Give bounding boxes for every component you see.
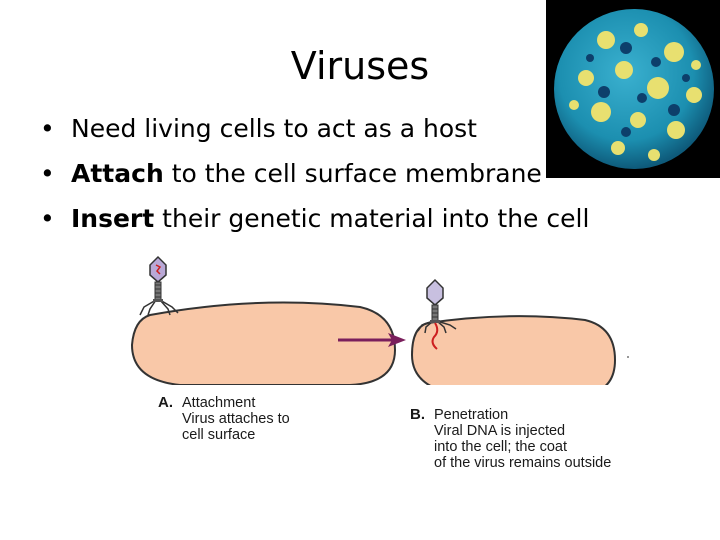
bullet-text: their genetic material into the cell bbox=[154, 204, 590, 233]
caption-letter: B. bbox=[410, 406, 425, 423]
caption-attachment: A. Attachment Virus attaches to cell sur… bbox=[158, 395, 358, 447]
caption-letter: A. bbox=[158, 394, 173, 411]
bacteriophage-icon-a bbox=[139, 255, 179, 316]
bullet-item: • Attach to the cell surface membrane bbox=[40, 155, 589, 200]
bullet-item: • Need living cells to act as a host bbox=[40, 110, 589, 155]
bullet-bold: Attach bbox=[71, 159, 164, 188]
cell-b bbox=[410, 315, 617, 385]
virus-micrograph-image bbox=[546, 0, 720, 178]
caption-penetration: B. Penetration Viral DNA is injected int… bbox=[410, 407, 640, 475]
right-arrow-icon bbox=[338, 333, 406, 347]
slide-title: Viruses bbox=[290, 44, 430, 88]
cell-a bbox=[130, 301, 397, 385]
caption-line: of the virus remains outside bbox=[434, 455, 612, 471]
bullet-dot-icon: • bbox=[40, 204, 55, 233]
bacteriophage-icon-b bbox=[417, 278, 457, 350]
caption-line: into the cell; the coat bbox=[434, 439, 567, 455]
bullet-list: • Need living cells to act as a host • Att… bbox=[40, 110, 589, 245]
bullet-item: • Insert their genetic material into the … bbox=[40, 200, 589, 245]
bullet-dot-icon: • bbox=[40, 159, 55, 188]
caption-line: cell surface bbox=[182, 427, 256, 443]
bullet-text: to the cell surface membrane bbox=[163, 159, 542, 188]
viral-dna bbox=[431, 322, 439, 350]
caption-line: Viral DNA is injected bbox=[434, 423, 566, 439]
caption-heading: Penetration bbox=[434, 407, 509, 423]
infection-diagram: A. Attachment Virus attaches to cell sur… bbox=[120, 245, 640, 485]
bullet-dot-icon: • bbox=[40, 114, 55, 143]
bullet-bold: Insert bbox=[71, 204, 155, 233]
caption-heading: Attachment bbox=[182, 395, 256, 411]
bullet-text: Need living cells to act as a host bbox=[71, 114, 477, 143]
caption-line: Virus attaches to bbox=[182, 411, 290, 427]
